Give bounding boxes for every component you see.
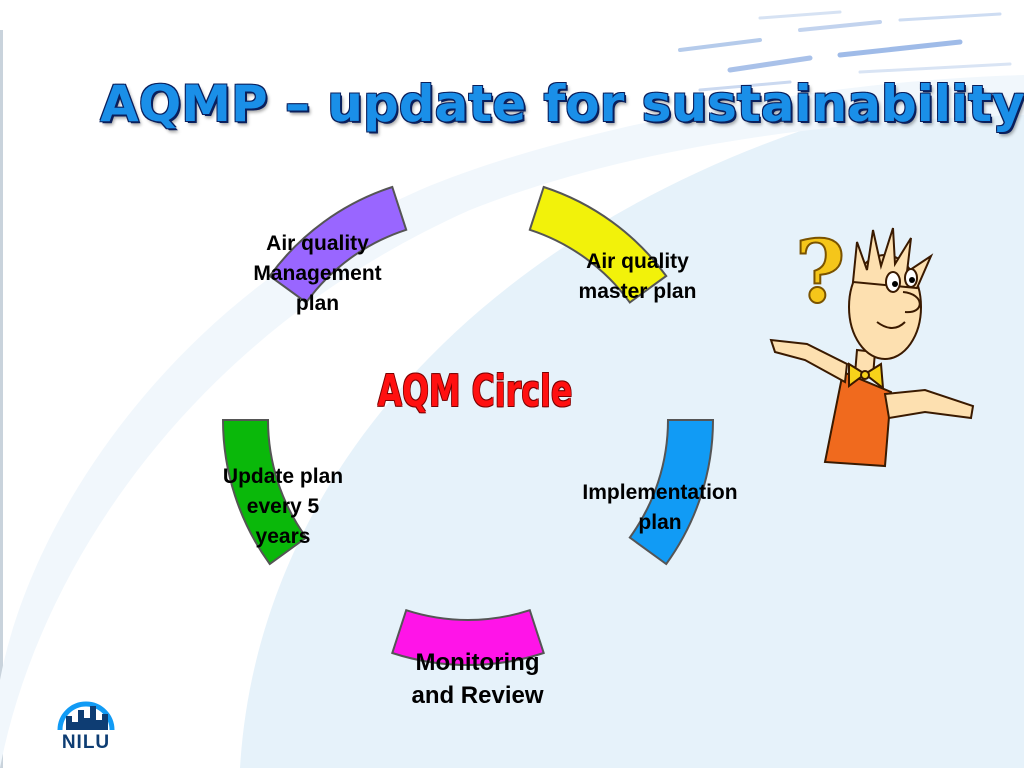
step-label-air-quality-management-plan: Air quality Management plan xyxy=(230,229,405,319)
step-label-update-plan: Update plan every 5 years xyxy=(198,462,368,552)
step-label-monitoring-and-review: Monitoring and Review xyxy=(385,646,570,712)
step-label-implementation-plan: Implementation plan xyxy=(560,478,760,538)
label-line: Monitoring xyxy=(415,649,540,676)
label-line: Air quality xyxy=(266,232,369,255)
label-line: Management xyxy=(253,262,382,285)
step-label-air-quality-master-plan: Air quality master plan xyxy=(555,247,720,307)
segment-monitoring xyxy=(391,608,545,666)
slide-title: AQMP – update for sustainability xyxy=(100,75,1024,133)
label-line: Air quality xyxy=(586,250,689,273)
aqm-circle-label: AQM Circle xyxy=(377,366,573,417)
label-line: master plan xyxy=(578,280,697,303)
label-line: Update plan xyxy=(222,465,344,488)
label-line: plan xyxy=(295,292,340,315)
nilu-logo-icon xyxy=(57,701,115,731)
svg-text:?: ? xyxy=(795,222,845,323)
label-line: plan xyxy=(638,511,682,534)
segment-update-plan xyxy=(221,419,308,566)
label-line: years xyxy=(255,525,311,548)
segment-master-plan xyxy=(528,185,668,304)
label-line: Implementation xyxy=(582,481,738,504)
label-line: every 5 xyxy=(246,495,320,518)
segment-implementation xyxy=(628,419,715,566)
nilu-logo-text: NILU xyxy=(61,732,111,753)
question-man-pointing-icon: ? xyxy=(769,222,975,468)
label-line: and Review xyxy=(411,682,544,709)
segment-management-plan xyxy=(268,185,408,304)
sky-decoration xyxy=(678,10,1012,92)
